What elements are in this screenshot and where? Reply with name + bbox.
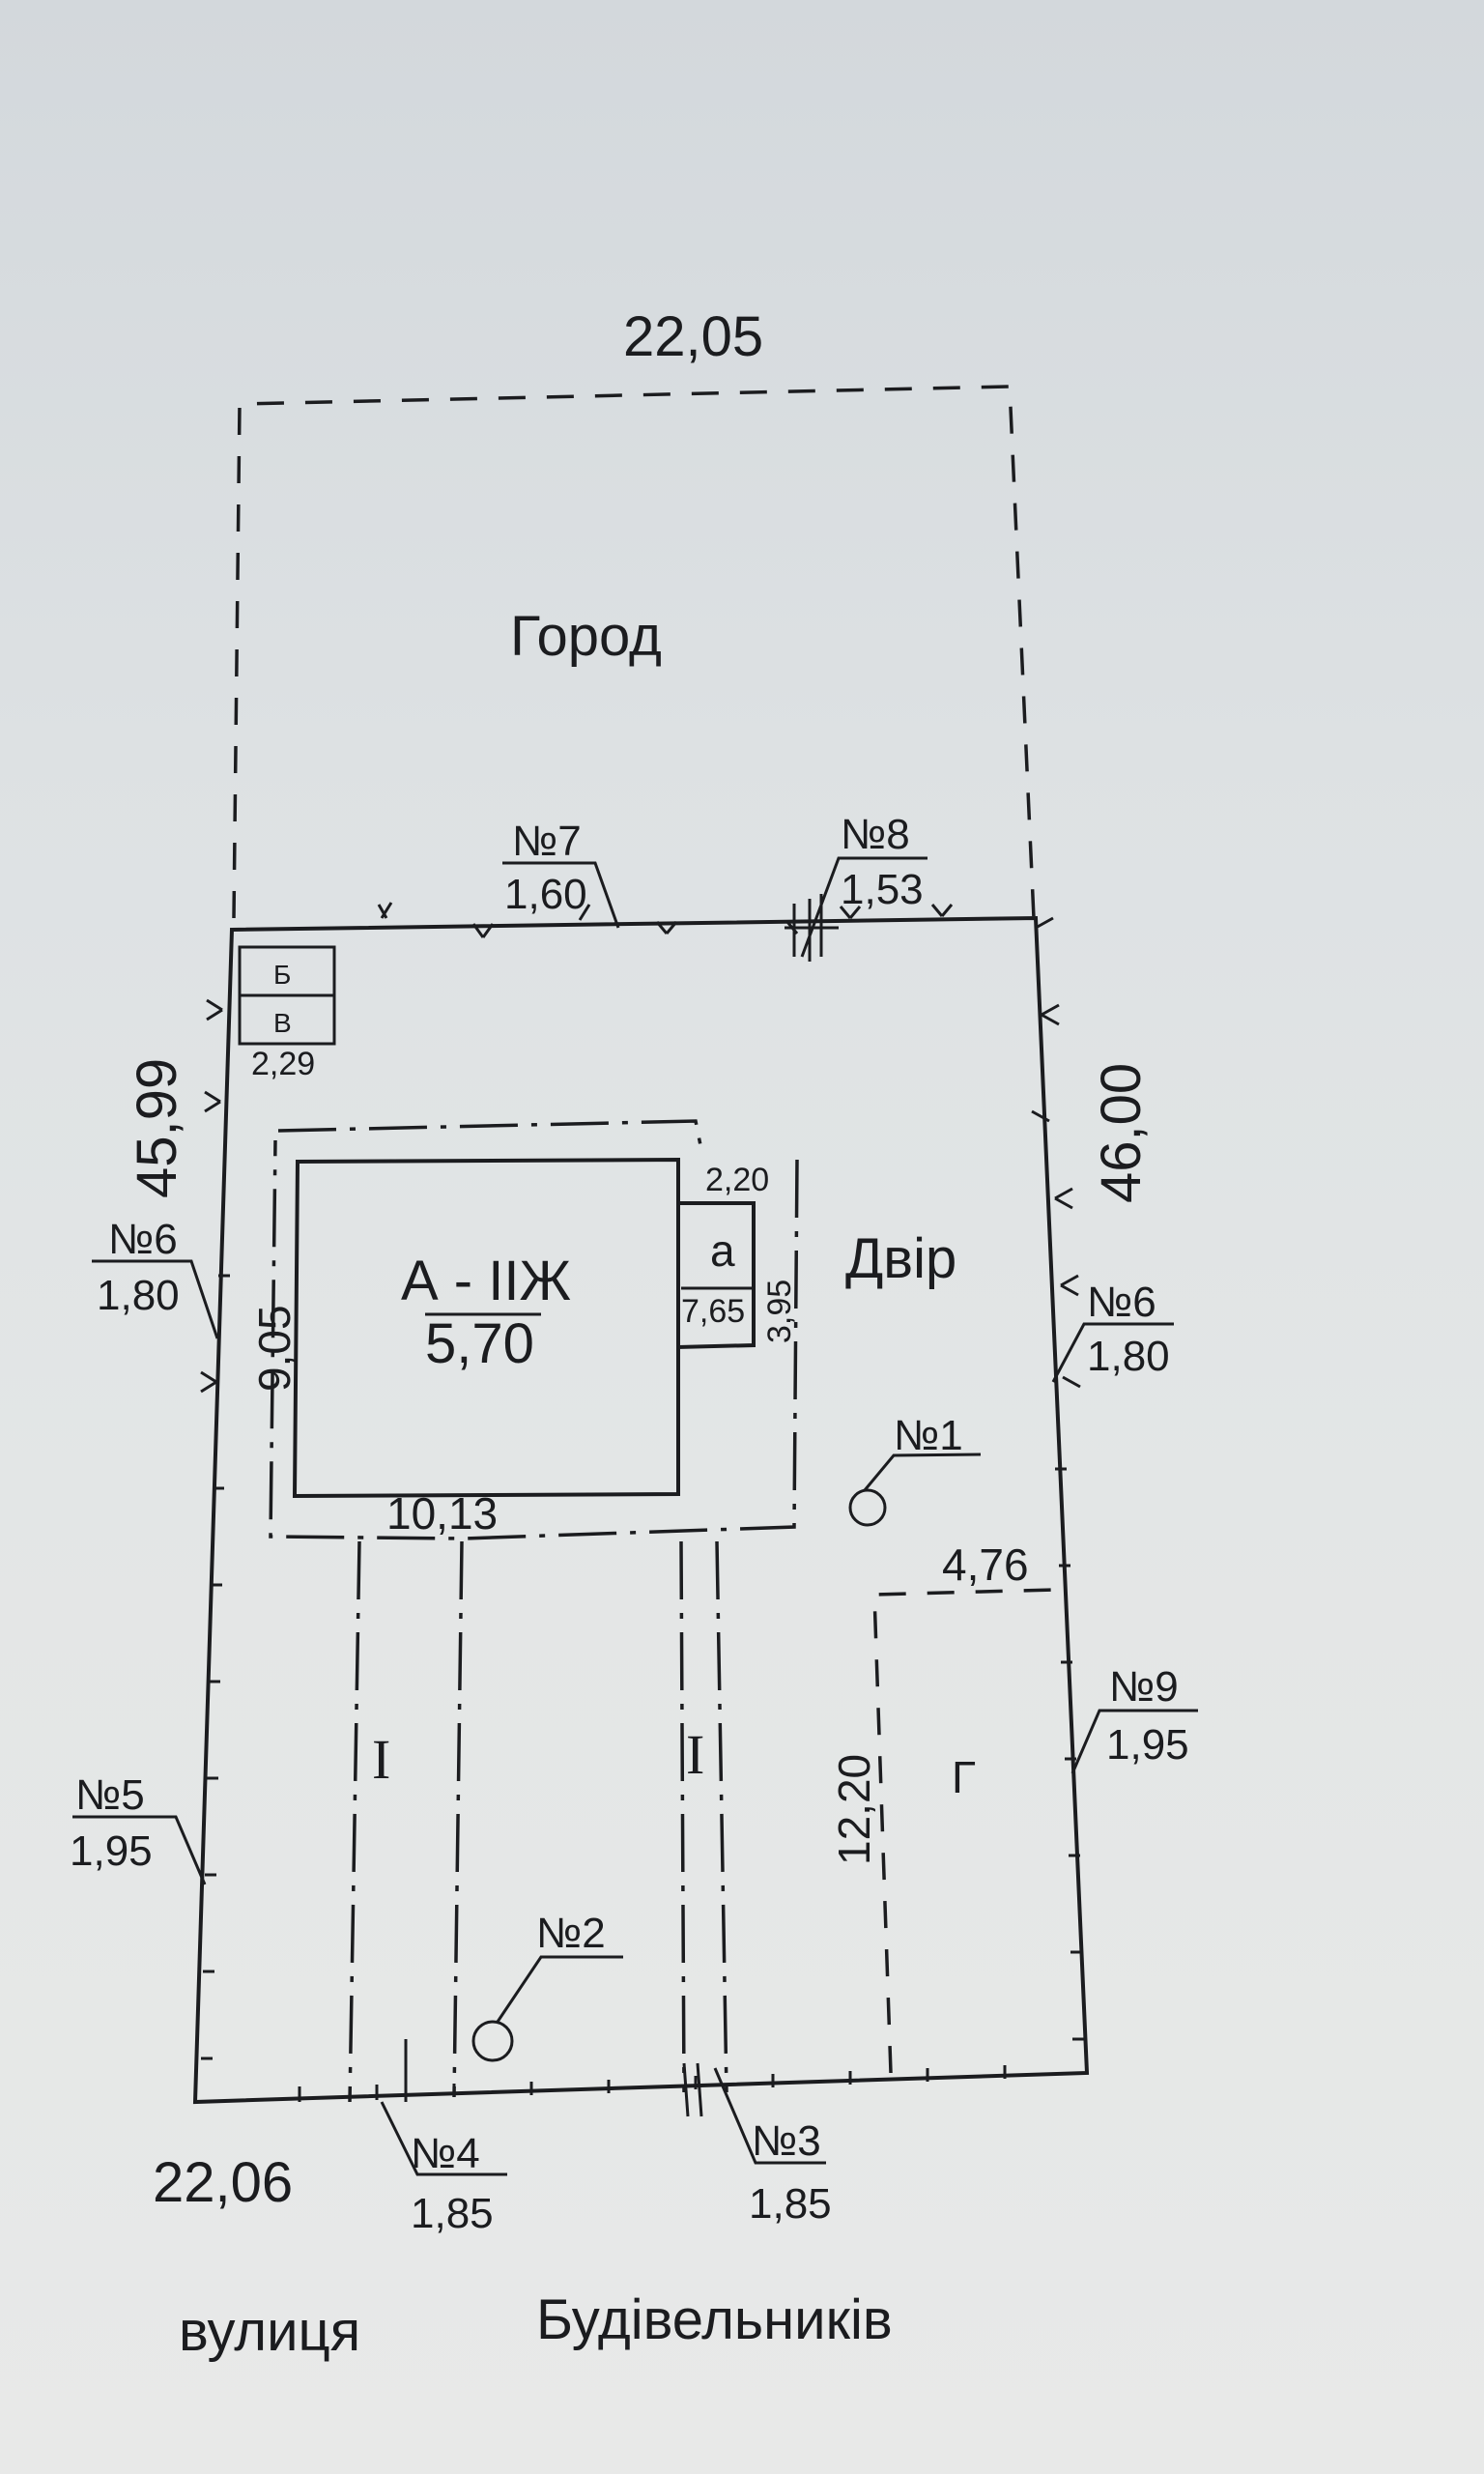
fence-height-7: 1,60 <box>504 871 587 918</box>
fence-no-9: №9 <box>1109 1663 1179 1711</box>
fence-no-1: №1 <box>894 1412 963 1459</box>
annex: 2,20 а 7,65 3,95 <box>676 1162 798 1350</box>
house-setback-line <box>269 1119 799 1540</box>
fence-8: №8 1,53 <box>785 811 928 962</box>
outbuilding-label-b: Б <box>273 960 291 990</box>
fence-no-8: №8 <box>841 811 910 858</box>
bottom-width: 22,06 <box>153 2151 293 2214</box>
house-height: 5,70 <box>425 1312 534 1375</box>
fence-no-5: №5 <box>75 1771 145 1819</box>
outbuilding-label-v: В <box>273 1008 292 1038</box>
path-left-label: І <box>372 1728 390 1791</box>
garage-label: Г <box>952 1752 976 1802</box>
house: А - ІІЖ 5,70 10,13 9,05 <box>249 1157 680 1539</box>
left-length: 45,99 <box>126 1058 188 1198</box>
fence-no-6-right: №6 <box>1087 1279 1156 1326</box>
outbuilding-width: 2,29 <box>251 1046 315 1082</box>
fence-height-9: 1,95 <box>1106 1721 1189 1769</box>
garden-label: Город <box>510 605 662 668</box>
fence-height-4: 1,85 <box>411 2190 494 2237</box>
fence-height-6-left: 1,80 <box>97 1272 180 1319</box>
yard-label: Двір <box>845 1227 956 1290</box>
fence-5: №5 1,95 <box>70 1771 207 1885</box>
garage-width: 4,76 <box>942 1539 1029 1590</box>
fence-height-8: 1,53 <box>841 866 924 913</box>
fence-ticks <box>200 902 1084 2102</box>
garden-boundary <box>232 385 1036 919</box>
annex-depth: 3,95 <box>761 1280 798 1343</box>
top-width: 22,05 <box>623 305 763 368</box>
well-1: №1 <box>848 1412 982 1527</box>
fence-no-3: №3 <box>752 2117 821 2165</box>
fence-6-left: №6 1,80 <box>92 1216 219 1339</box>
fence-no-2: №2 <box>536 1910 606 1957</box>
outbuilding: Б В 2,29 <box>238 945 336 1082</box>
fence-4: №4 1,85 <box>380 2039 507 2237</box>
path-right: І <box>679 1540 728 2093</box>
garage-length: 12,20 <box>829 1754 879 1865</box>
right-length: 46,00 <box>1090 1063 1153 1203</box>
annex-height: 7,65 <box>681 1293 745 1330</box>
fence-6-right: №6 1,80 <box>1051 1279 1174 1383</box>
item-2: №2 <box>471 1910 623 2062</box>
fence-no-7: №7 <box>512 818 582 865</box>
fence-height-5: 1,95 <box>70 1827 153 1875</box>
path-right-label: І <box>686 1723 704 1786</box>
path-left: І <box>348 1540 464 2103</box>
plot-boundary <box>192 915 1090 2105</box>
fence-height-6-right: 1,80 <box>1087 1333 1170 1380</box>
house-depth: 9,05 <box>249 1305 300 1392</box>
annex-width: 2,20 <box>705 1162 769 1198</box>
fence-7: №7 1,60 <box>502 818 620 929</box>
annex-label: а <box>710 1225 735 1276</box>
fence-no-4: №4 <box>411 2130 480 2177</box>
garage: 4,76 12,20 Г <box>829 1539 1054 2074</box>
street-word-2: Будівельників <box>536 2288 893 2351</box>
fence-9: №9 1,95 <box>1070 1663 1198 1774</box>
house-name: А - ІІЖ <box>401 1250 571 1312</box>
fence-no-6-left: №6 <box>108 1216 178 1263</box>
fence-height-3: 1,85 <box>749 2180 832 2228</box>
fence-3: №3 1,85 <box>682 2062 832 2228</box>
house-width: 10,13 <box>386 1488 498 1539</box>
street-word-1: вулиця <box>179 2300 360 2363</box>
